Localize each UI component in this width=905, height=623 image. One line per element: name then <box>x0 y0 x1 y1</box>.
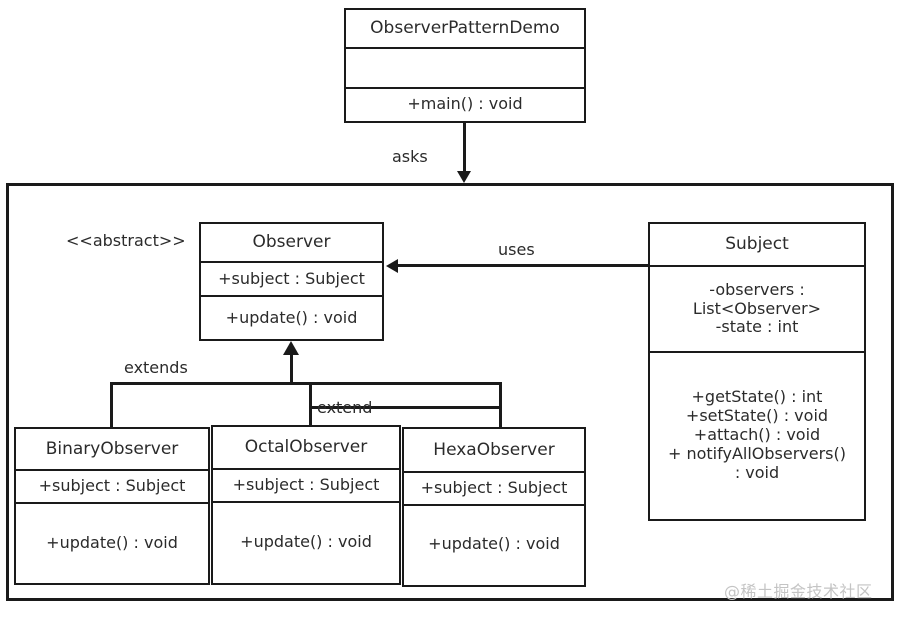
package-boundary <box>6 183 894 601</box>
class-box-subject[interactable]: Subject -observers : List<Observer> -sta… <box>648 222 866 521</box>
class-box-octal-observer[interactable]: OctalObserver +subject : Subject +update… <box>211 425 401 585</box>
connector-extends-bar <box>110 382 292 385</box>
edge-label-uses: uses <box>498 240 535 259</box>
edge-label-extend: extend <box>317 398 373 417</box>
connector-extends-drop-binary <box>110 382 113 428</box>
connector-asks-line <box>463 123 466 175</box>
connector-extend-right-edge <box>499 382 502 428</box>
connector-extend-bar-top <box>290 382 312 385</box>
class-methods-octal-observer: +update() : void <box>213 501 399 582</box>
class-name-observer: Observer <box>252 232 331 253</box>
class-attributes-subject: -observers : List<Observer> -state : int <box>650 265 864 351</box>
class-box-hexa-observer[interactable]: HexaObserver +subject : Subject +update(… <box>402 427 586 587</box>
class-box-observer[interactable]: Observer +subject : Subject +update() : … <box>199 222 384 341</box>
class-methods-observer-pattern-demo: +main() : void <box>346 87 584 120</box>
class-name-subject: Subject <box>725 234 789 255</box>
connector-inheritance-arrowhead <box>283 341 299 355</box>
connector-uses-line <box>396 264 648 267</box>
class-box-observer-pattern-demo[interactable]: ObserverPatternDemo +main() : void <box>344 8 586 123</box>
connector-asks-arrowhead <box>457 171 471 183</box>
connector-extends-drop-octal <box>309 382 312 425</box>
class-attributes-binary-observer: +subject : Subject <box>16 469 208 502</box>
edge-label-extends: extends <box>124 358 188 377</box>
class-box-binary-observer[interactable]: BinaryObserver +subject : Subject +updat… <box>14 427 210 585</box>
class-name-binary-observer: BinaryObserver <box>45 438 179 459</box>
class-attributes-octal-observer: +subject : Subject <box>213 468 399 501</box>
class-name-observer-pattern-demo: ObserverPatternDemo <box>370 18 560 39</box>
class-methods-binary-observer: +update() : void <box>16 502 208 582</box>
watermark-text: @稀土掘金技术社区 <box>724 582 873 601</box>
stereotype-abstract-label: <<abstract>> <box>66 231 186 250</box>
connector-extend-bar-lower <box>309 406 502 409</box>
class-name-hexa-observer: HexaObserver <box>433 439 555 460</box>
class-attributes-observer: +subject : Subject <box>201 261 382 295</box>
class-methods-subject: +getState() : int +setState() : void +at… <box>650 351 864 518</box>
class-attributes-hexa-observer: +subject : Subject <box>404 471 584 504</box>
connector-inheritance-stem <box>290 353 293 384</box>
class-methods-observer: +update() : void <box>201 295 382 340</box>
connector-extend-bar <box>309 382 502 385</box>
edge-label-asks: asks <box>392 147 428 166</box>
class-name-octal-observer: OctalObserver <box>244 437 368 458</box>
class-attributes-observer-pattern-demo <box>346 47 584 87</box>
connector-uses-arrowhead <box>386 259 398 273</box>
class-methods-hexa-observer: +update() : void <box>404 504 584 582</box>
